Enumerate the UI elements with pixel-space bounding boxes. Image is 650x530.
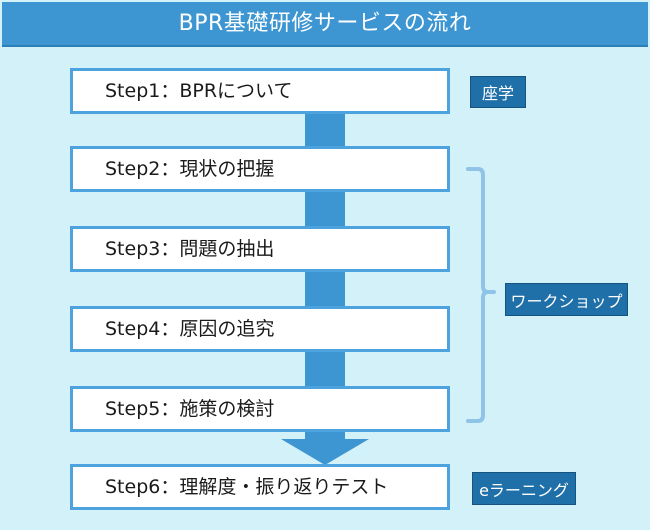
step-label-1: Step1：BPRについて [105,79,293,102]
badge-workshop-label: ワークショップ [510,291,623,311]
step-box-1[interactable]: Step1：BPRについて [70,68,450,114]
connector-step1-step2 [305,110,345,148]
badge-zagaku[interactable]: 座学 [470,76,526,108]
step-label-4: Step4：原因の追究 [105,317,275,340]
workshop-bracket [464,166,510,424]
step-label-6: Step6：理解度・振り返りテスト [105,475,389,498]
badge-elearning-label: eラーニング [479,480,569,500]
arrow-down-icon [280,425,370,465]
step-box-3[interactable]: Step3：問題の抽出 [70,226,450,272]
step-label-3: Step3：問題の抽出 [105,237,275,260]
title-banner: BPR基礎研修サービスの流れ [2,2,648,47]
badge-zagaku-label: 座学 [481,84,514,103]
step-box-2[interactable]: Step2：現状の把握 [70,146,450,192]
connector-step4-step5 [305,350,345,388]
step-box-6[interactable]: Step6：理解度・振り返りテスト [70,464,450,510]
badge-elearning[interactable]: eラーニング [472,472,576,505]
step-box-4[interactable]: Step4：原因の追究 [70,306,450,352]
badge-workshop[interactable]: ワークショップ [505,283,628,316]
step-box-5[interactable]: Step5：施策の検討 [70,386,450,432]
step-label-5: Step5：施策の検討 [105,397,275,420]
page-title: BPR基礎研修サービスの流れ [178,10,472,36]
connector-step3-step4 [305,270,345,308]
step-label-2: Step2：現状の把握 [105,157,275,180]
connector-step2-step3 [305,190,345,228]
